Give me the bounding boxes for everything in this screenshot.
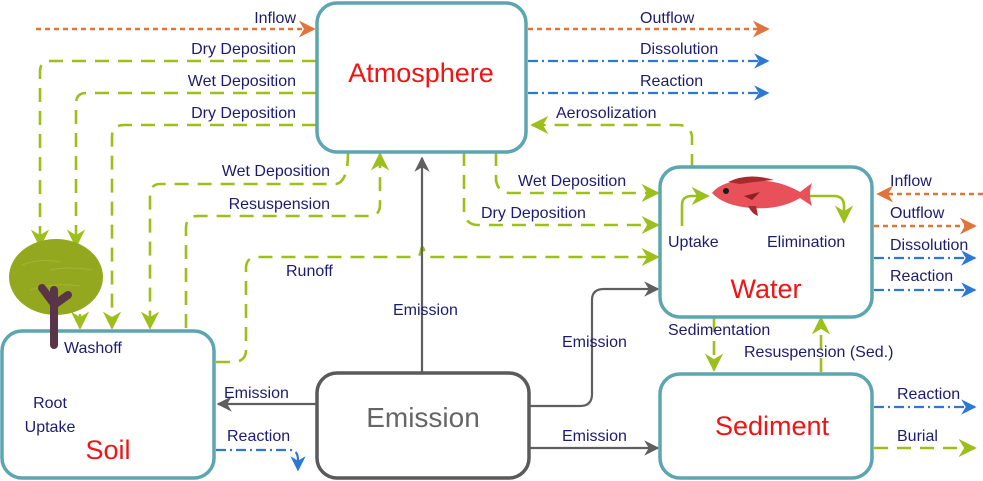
water-reaction-label: Reaction	[890, 268, 953, 285]
root-uptake-label-line1: Root	[33, 395, 67, 412]
atmosphere-outflow-label: Outflow	[640, 10, 695, 27]
burial-label: Burial	[897, 428, 938, 445]
fish-elimination-arrow	[810, 194, 854, 224]
atmosphere-box	[315, 1, 528, 154]
emission-title: Emission	[366, 402, 480, 433]
water-inflow-label: Inflow	[890, 173, 932, 190]
water-outflow-label: Outflow	[890, 205, 945, 222]
washoff-label: Washoff	[64, 340, 122, 357]
atmosphere-title: Atmosphere	[348, 58, 494, 88]
sediment-title: Sediment	[715, 411, 830, 441]
sediment-box	[658, 372, 874, 480]
dry-deposition-water-label: Dry Deposition	[481, 205, 586, 222]
wet-deposition-soil-label: Wet Deposition	[222, 163, 330, 180]
atmosphere-inflow-label: Inflow	[254, 10, 296, 27]
sedimentation-label: Sedimentation	[668, 322, 770, 339]
fish-elimination-label: Elimination	[767, 234, 845, 251]
emission-box	[315, 371, 531, 480]
emission-atmosphere-label: Emission	[393, 302, 458, 319]
dry-deposition-to-water-arrow	[462, 152, 660, 235]
fish-uptake-arrow	[680, 186, 710, 226]
runoff-label: Runoff	[286, 263, 333, 280]
emission-soil-label: Emission	[224, 385, 289, 402]
wet-deposition-to-soil-arrow	[140, 151, 350, 330]
atmosphere-reaction-label: Reaction	[640, 73, 703, 90]
sediment-reaction-label: Reaction	[897, 386, 960, 403]
wet-deposition-water-label: Wet Deposition	[518, 173, 626, 190]
atmosphere-dissolution-label: Dissolution	[640, 41, 718, 58]
soil-title: Soil	[85, 435, 130, 465]
aerosolization-label: Aerosolization	[556, 105, 657, 122]
fish-uptake-label: Uptake	[668, 234, 719, 251]
resuspension-sed-label: Resuspension (Sed.)	[744, 344, 893, 361]
soil-reaction-arrow	[216, 448, 306, 472]
dry-deposition-to-tree-arrow	[30, 59, 316, 248]
water-dissolution-label: Dissolution	[890, 237, 968, 254]
emission-to-water-arrow	[530, 281, 660, 408]
wet-deposition-tree-label: Wet Deposition	[188, 73, 296, 90]
dry-deposition-soil-label: Dry Deposition	[191, 105, 296, 122]
emission-water-label: Emission	[562, 334, 627, 351]
dry-deposition-tree-label: Dry Deposition	[191, 41, 296, 58]
resuspension-to-atmosphere-arrow	[184, 152, 390, 328]
water-title: Water	[730, 274, 801, 304]
soil-reaction-label: Reaction	[227, 428, 290, 445]
water-box	[658, 165, 874, 319]
aerosolization-arrow	[530, 115, 694, 168]
wet-deposition-to-tree-arrow	[66, 91, 316, 248]
fish-icon	[712, 176, 812, 216]
dry-deposition-to-soil-arrow	[102, 123, 316, 330]
tree-icon	[9, 239, 103, 349]
resuspension-label: Resuspension	[229, 196, 330, 213]
wet-deposition-to-water-arrow	[494, 152, 660, 203]
root-uptake-label-line2: Uptake	[25, 419, 76, 436]
runoff-arrow	[216, 245, 660, 364]
soil-box	[0, 329, 216, 480]
emission-sediment-label: Emission	[562, 428, 627, 445]
